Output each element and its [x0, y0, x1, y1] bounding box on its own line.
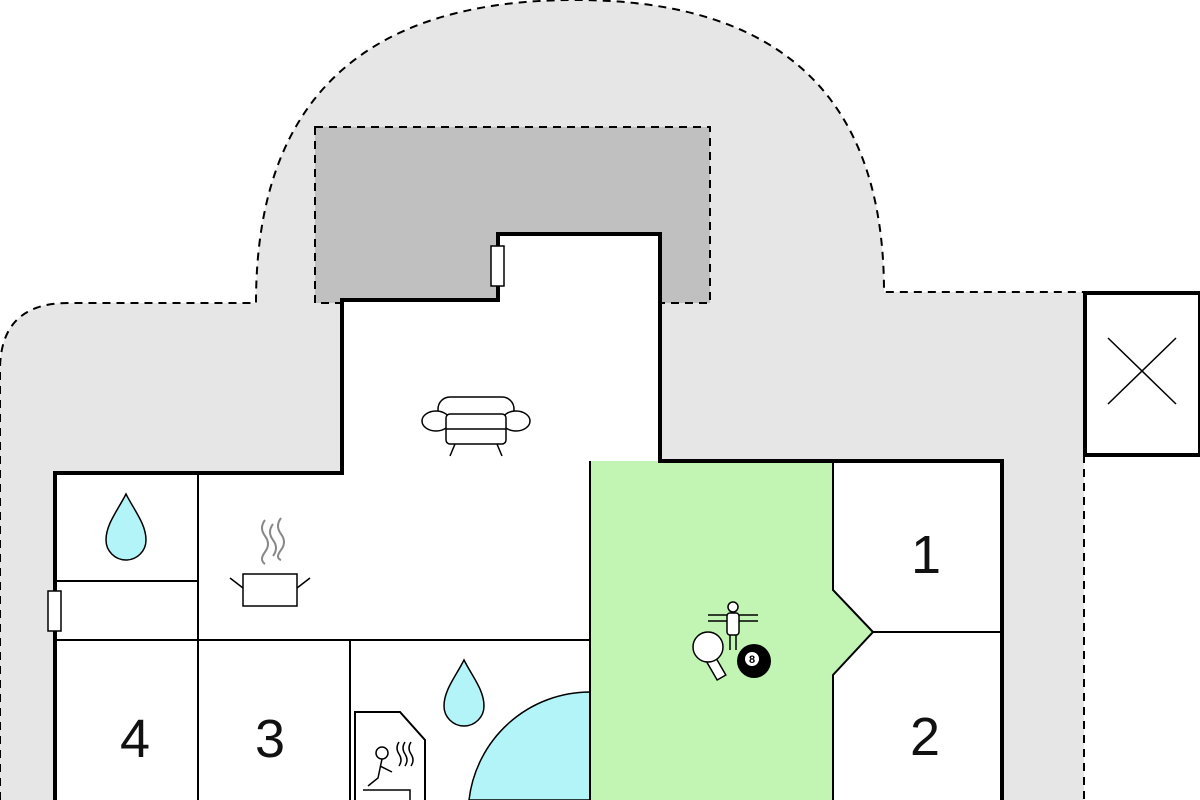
water-drop-icon: [443, 658, 485, 727]
door-marker: [47, 590, 62, 632]
sauna-icon: [363, 741, 414, 800]
billiard-ball-icon: 8: [737, 644, 771, 678]
sofa-icon: [421, 396, 531, 457]
table-tennis-icon: [692, 631, 727, 682]
room-label-4: 4: [120, 709, 150, 769]
exterior-box: [1083, 291, 1200, 457]
steam-icon: [261, 517, 285, 565]
billiard-ball-number: 8: [749, 654, 755, 666]
cooking-pot-icon: [229, 573, 311, 607]
table-football-icon: [708, 601, 758, 650]
water-drop-icon: [105, 492, 147, 561]
sauna-room: [354, 711, 426, 800]
interior-walls: [55, 461, 1002, 800]
swimming-pool: [468, 691, 591, 800]
door-marker: [490, 245, 505, 287]
room-label-2: 2: [910, 707, 940, 767]
cross-icon: [1107, 337, 1177, 405]
side-path: [1084, 455, 1200, 800]
terrace-outline: [0, 0, 1084, 800]
room-label-3: 3: [255, 709, 285, 769]
room-label-1: 1: [911, 525, 941, 585]
